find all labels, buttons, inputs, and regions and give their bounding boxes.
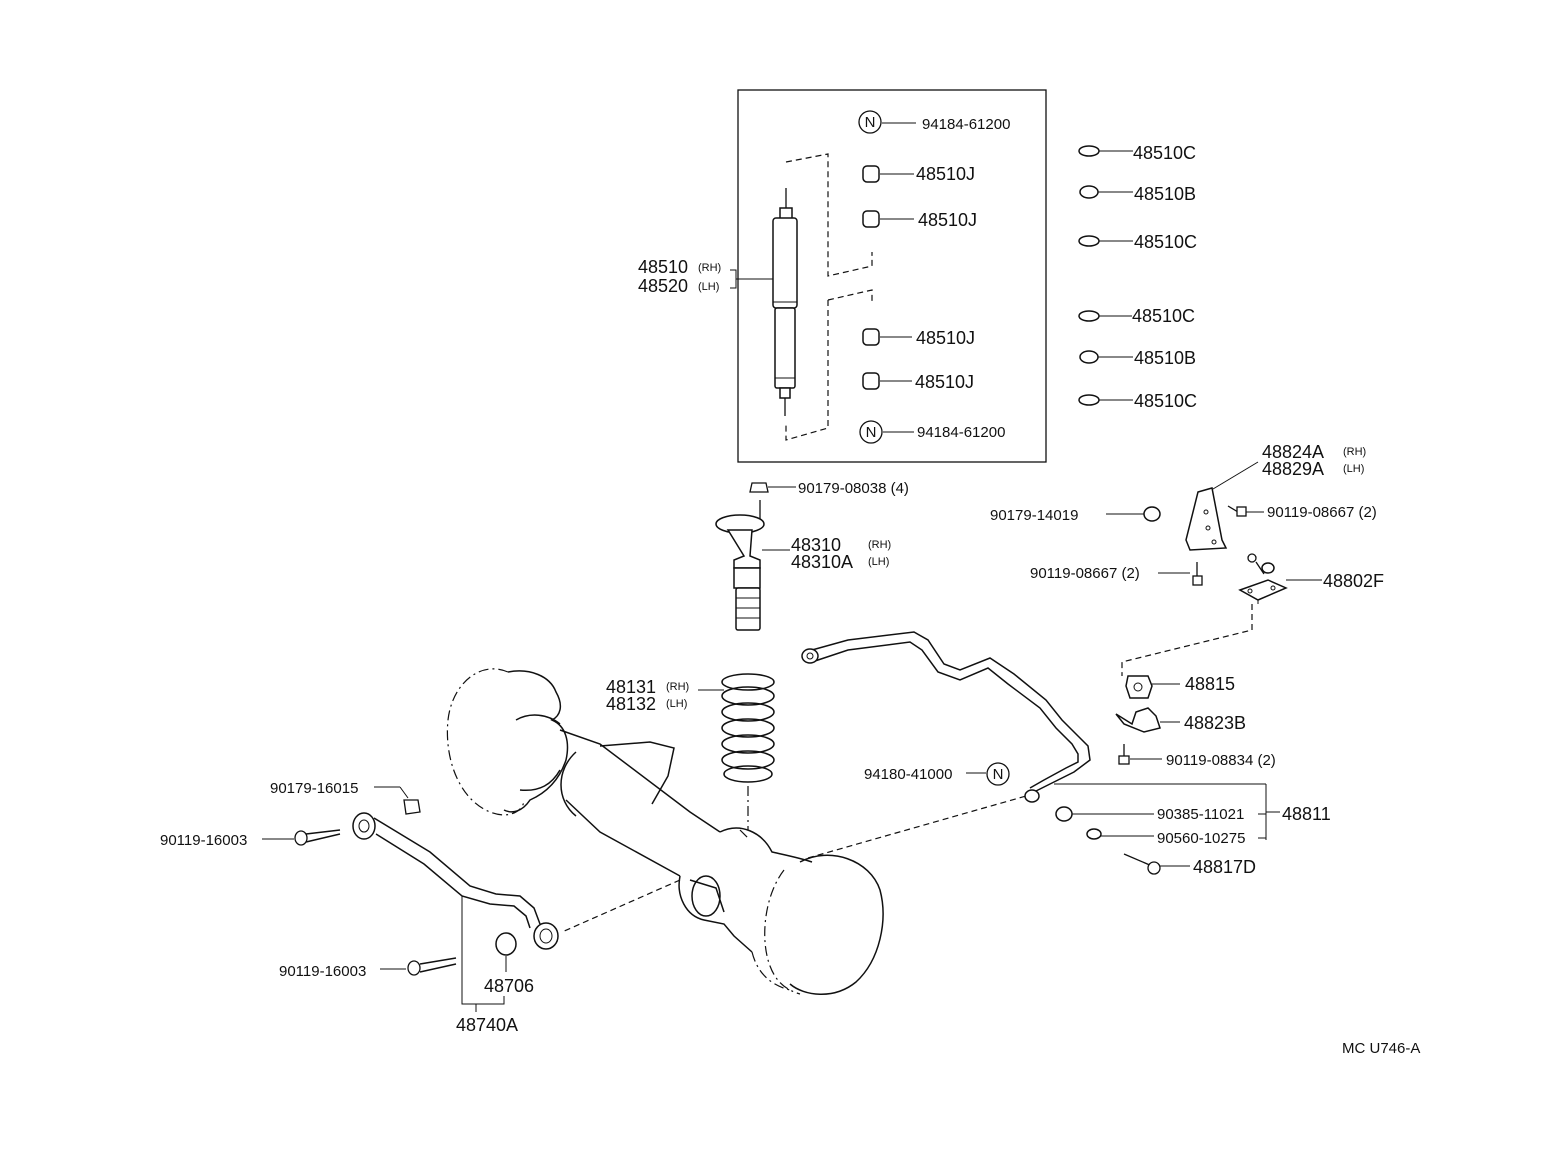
part-label-48310: 48310 xyxy=(791,535,841,555)
bolt-icon xyxy=(1123,853,1190,875)
svg-text:N: N xyxy=(865,114,876,131)
part-label-90119-08667-b: 90119-08667 (2) xyxy=(1030,565,1140,582)
part-label-48740a: 48740A xyxy=(456,1015,518,1035)
nut-icon xyxy=(374,786,421,815)
bolt-icon xyxy=(380,957,457,976)
part-label-48510c-2: 48510C xyxy=(1134,232,1197,252)
bracket-icon xyxy=(1185,487,1228,551)
part-label-90179-08038: 90179-08038 (4) xyxy=(798,480,909,497)
cushion-retainer-icon xyxy=(1079,185,1133,199)
part-label-48802f: 48802F xyxy=(1323,571,1384,591)
side-label-lh: (LH) xyxy=(666,698,687,710)
part-label-94180-41000: 94180-41000 xyxy=(864,766,952,783)
part-label-48706: 48706 xyxy=(484,976,534,996)
cushion-icon xyxy=(862,210,914,228)
retainer-icon xyxy=(1078,310,1132,322)
bushing-bracket-icon xyxy=(1115,707,1180,733)
part-label-90560-10275: 90560-10275 xyxy=(1157,830,1245,847)
part-label-90179-16015: 90179-16015 xyxy=(270,780,358,797)
nut-n-icon-top: N xyxy=(858,110,916,134)
part-label-48510c-3: 48510C xyxy=(1132,306,1195,326)
side-label-rh: (RH) xyxy=(868,539,891,551)
part-label-48811: 48811 xyxy=(1282,804,1331,824)
bolt-icon xyxy=(1158,562,1203,586)
nut-icon xyxy=(749,482,796,493)
nut-n-icon: N xyxy=(966,762,1010,786)
bump-stopper-icon xyxy=(715,500,765,631)
part-label-48510j-1: 48510J xyxy=(916,164,975,184)
part-label-90179-14019: 90179-14019 xyxy=(990,507,1078,524)
part-label-90385-11021: 90385-11021 xyxy=(1157,806,1244,823)
part-label-48829a: 48829A xyxy=(1262,459,1324,479)
part-label-90119-16003-a: 90119-16003 xyxy=(160,832,247,849)
stabilizer-link-icon xyxy=(1238,553,1288,604)
part-label-48131: 48131 xyxy=(606,677,656,697)
part-label-90119-08667-a: 90119-08667 (2) xyxy=(1267,504,1377,521)
part-label-48510c-1: 48510C xyxy=(1133,143,1196,163)
nut-icon xyxy=(1106,506,1161,522)
part-label-48510j-3: 48510J xyxy=(916,328,975,348)
part-label-48817d: 48817D xyxy=(1193,857,1256,877)
stabilizer-bushing-icon xyxy=(1125,675,1180,699)
cushion-icon xyxy=(862,372,912,390)
cushion-icon xyxy=(862,165,914,183)
side-label-rh: (RH) xyxy=(1343,446,1366,458)
stabilizer-bar-icon xyxy=(801,631,1091,803)
part-label-48510c-4: 48510C xyxy=(1134,391,1197,411)
part-label-90119-08834: 90119-08834 (2) xyxy=(1166,752,1276,769)
part-label-90119-16003-b: 90119-16003 xyxy=(279,963,366,980)
bolt-icon xyxy=(1118,744,1162,765)
diagram-code: MC U746-A xyxy=(1342,1040,1420,1057)
part-label-48510b-1: 48510B xyxy=(1134,184,1196,204)
side-label-lh: (LH) xyxy=(698,281,719,293)
retainer-icon xyxy=(1078,145,1133,157)
side-label-lh: (LH) xyxy=(1343,463,1364,475)
part-label-48510j-2: 48510J xyxy=(918,210,977,230)
svg-text:N: N xyxy=(866,424,877,441)
side-label-lh: (LH) xyxy=(868,556,889,568)
part-label-48132: 48132 xyxy=(606,694,656,714)
shock-absorber-kit-box xyxy=(737,89,1047,463)
cushion-icon xyxy=(862,328,912,346)
part-label-48815: 48815 xyxy=(1185,674,1235,694)
part-label-48310a: 48310A xyxy=(791,552,853,572)
rod-bushing-icon xyxy=(495,932,517,972)
retainer-icon xyxy=(1078,235,1133,247)
side-label-rh: (RH) xyxy=(698,262,721,274)
bolt-icon xyxy=(1227,505,1264,517)
cushion-retainer-icon xyxy=(1079,350,1133,364)
coil-spring-icon xyxy=(721,673,775,830)
part-label-48823b: 48823B xyxy=(1184,713,1246,733)
bushing-icon xyxy=(1055,806,1154,822)
part-label-48510: 48510 xyxy=(638,257,688,277)
side-label-rh: (RH) xyxy=(666,681,689,693)
part-label-94184-61200-top: 94184-61200 xyxy=(922,116,1010,133)
shock-absorber-icon xyxy=(772,153,873,441)
lateral-rod-icon xyxy=(352,812,559,950)
nut-n-icon-bottom: N xyxy=(859,420,914,444)
axle-housing-icon xyxy=(446,668,884,995)
part-label-94184-61200-bottom: 94184-61200 xyxy=(917,424,1005,441)
cap-icon xyxy=(1086,828,1154,840)
part-label-48510b-2: 48510B xyxy=(1134,348,1196,368)
part-label-48824a: 48824A xyxy=(1262,442,1324,462)
svg-text:N: N xyxy=(993,766,1004,783)
part-label-48520: 48520 xyxy=(638,276,688,296)
retainer-icon xyxy=(1078,394,1133,406)
part-label-48510j-4: 48510J xyxy=(915,372,974,392)
bolt-icon xyxy=(262,829,341,846)
